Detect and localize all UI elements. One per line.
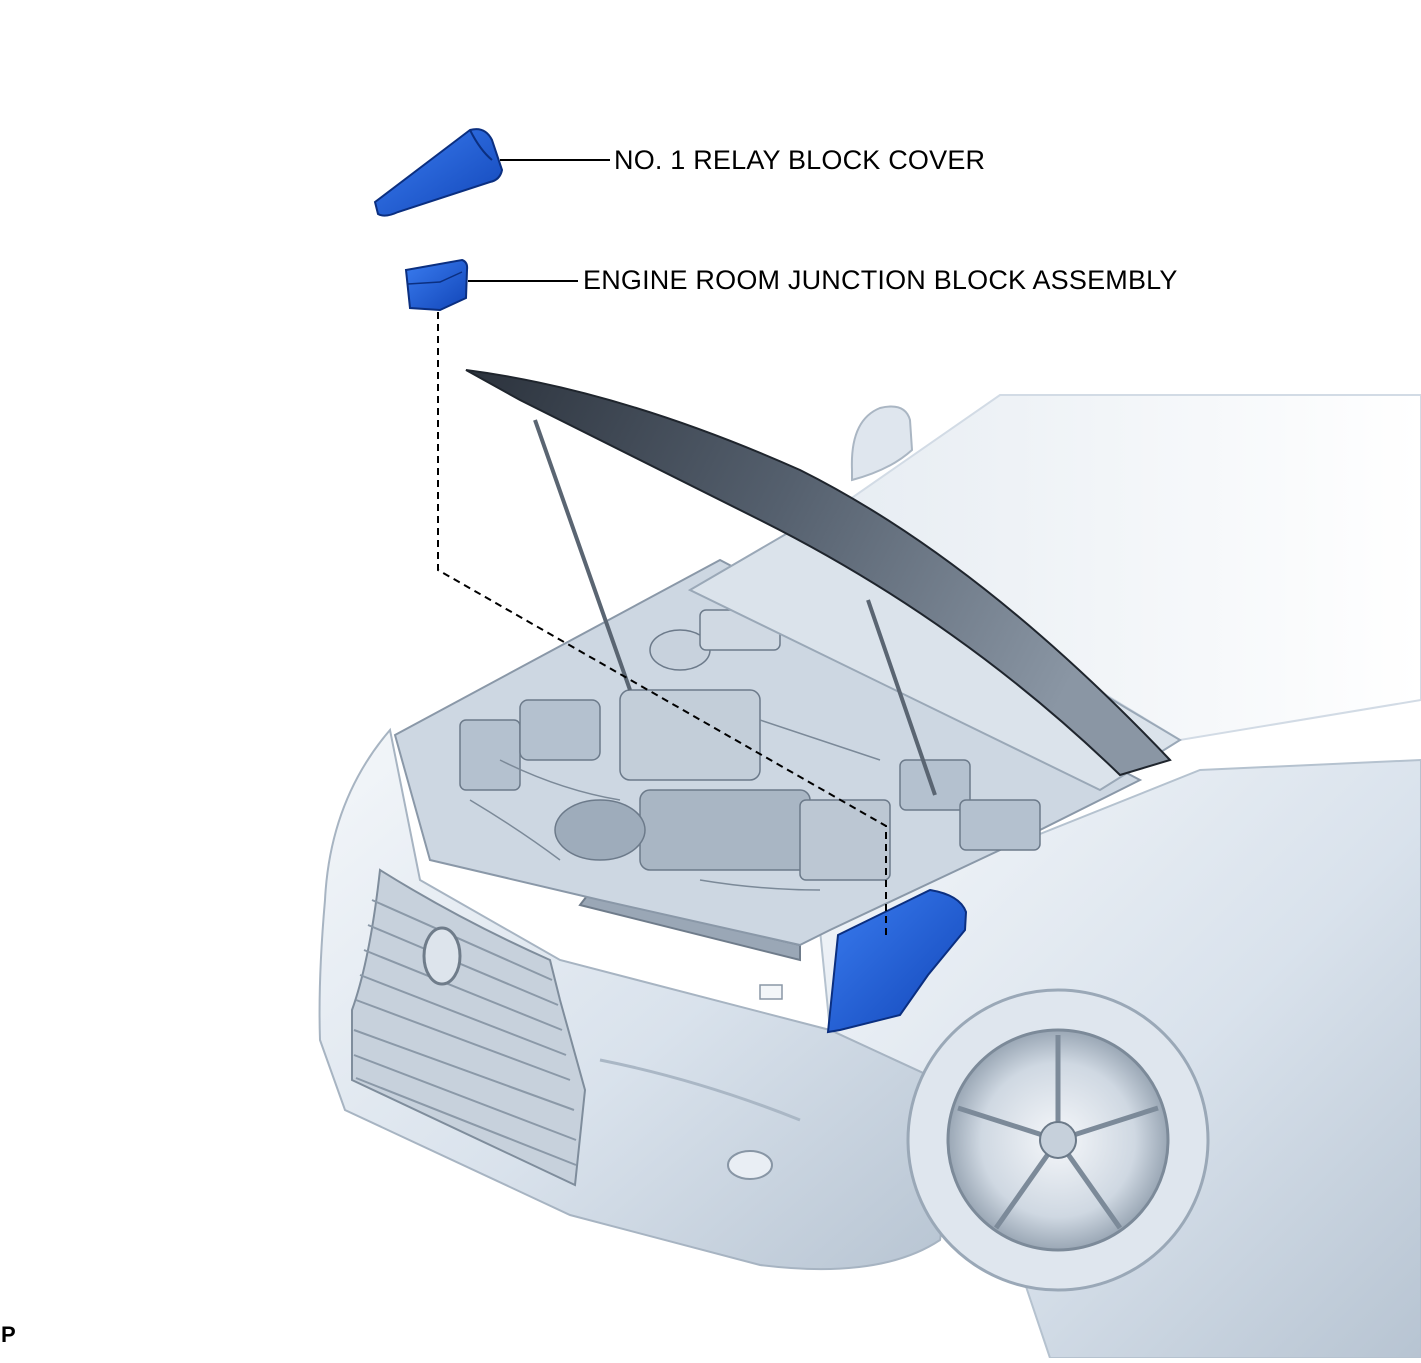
relay-block-cover-part <box>373 128 504 217</box>
wheel-hub <box>1039 1121 1077 1159</box>
callout-relay-block-cover: NO. 1 RELAY BLOCK COVER <box>614 145 986 175</box>
callout-junction-block: ENGINE ROOM JUNCTION BLOCK ASSEMBLY <box>583 265 1178 295</box>
corner-mark: P <box>1 1322 16 1347</box>
fog-light <box>727 1150 773 1180</box>
emblem <box>422 926 462 986</box>
side-mirror <box>850 405 914 482</box>
junction-block-edge <box>407 271 463 285</box>
spindle-grille <box>351 868 587 1187</box>
highlighted-part-location <box>826 888 968 1034</box>
lower-intake <box>599 1058 801 1122</box>
relay-block-cover-edge <box>469 129 493 161</box>
engine-components <box>459 609 1041 881</box>
hood-struts <box>533 419 937 796</box>
cowl <box>687 518 1182 792</box>
dashed-install-line <box>437 312 887 935</box>
junction-block-part <box>404 258 469 312</box>
hood <box>465 369 1172 777</box>
side-marker <box>759 984 783 1000</box>
grille-bars <box>353 899 577 1166</box>
